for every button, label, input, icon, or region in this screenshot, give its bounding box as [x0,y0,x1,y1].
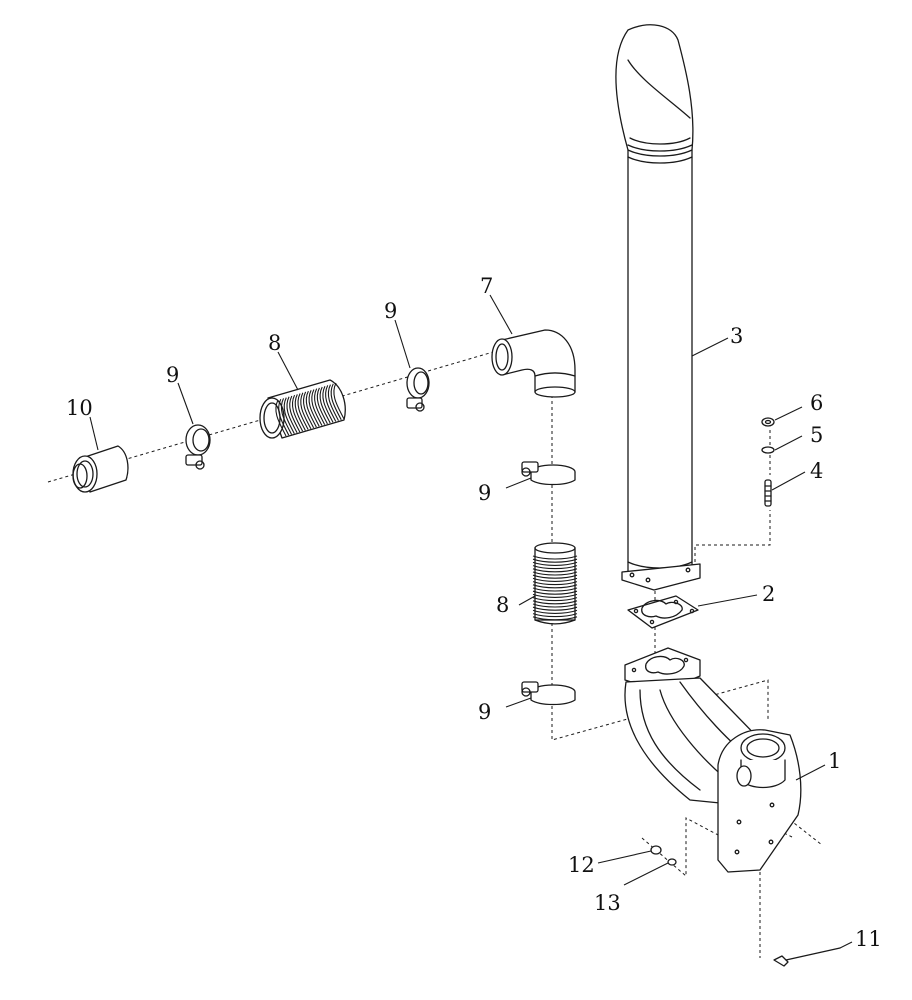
clamp-middle [406,367,430,412]
callout-11: 11 [855,927,882,951]
elbow [491,329,576,398]
short-tube [72,445,129,493]
gasket [627,595,699,629]
callout-7: 7 [480,274,493,298]
callout-8-vertical: 8 [496,593,509,617]
clamp-left [185,424,211,470]
washer-5 [761,446,775,454]
flex-bellows-vertical [532,542,578,625]
bolt-11 [773,947,841,967]
callout-10: 10 [66,396,93,420]
callout-13: 13 [594,891,621,915]
leader-lines [89,294,853,949]
callout-12: 12 [568,853,595,877]
callout-9-left: 9 [166,363,179,387]
callout-1: 1 [828,749,841,773]
flex-bellows-horizontal [259,379,346,439]
nut-12 [650,845,662,855]
callout-8-horizontal: 8 [268,331,281,355]
stud-4 [764,479,772,507]
clamp-upper-vertical [521,461,576,486]
assembly-centerlines [47,349,823,958]
nut-6 [761,417,775,427]
callout-6: 6 [810,391,823,415]
callout-4: 4 [810,459,823,483]
callout-5: 5 [810,423,823,447]
callout-9-upper-vertical: 9 [478,481,491,505]
washer-13 [667,858,677,866]
callout-9-lower-vertical: 9 [478,700,491,724]
stack-pipe [615,24,701,591]
clamp-lower-vertical [521,681,576,706]
callout-3: 3 [730,324,743,348]
callout-2: 2 [762,582,775,606]
manifold-adapter [624,647,802,873]
callout-labels: 1 2 3 4 5 6 7 8 8 9 9 9 9 10 11 12 13 [66,274,882,951]
callout-9-middle: 9 [384,299,397,323]
